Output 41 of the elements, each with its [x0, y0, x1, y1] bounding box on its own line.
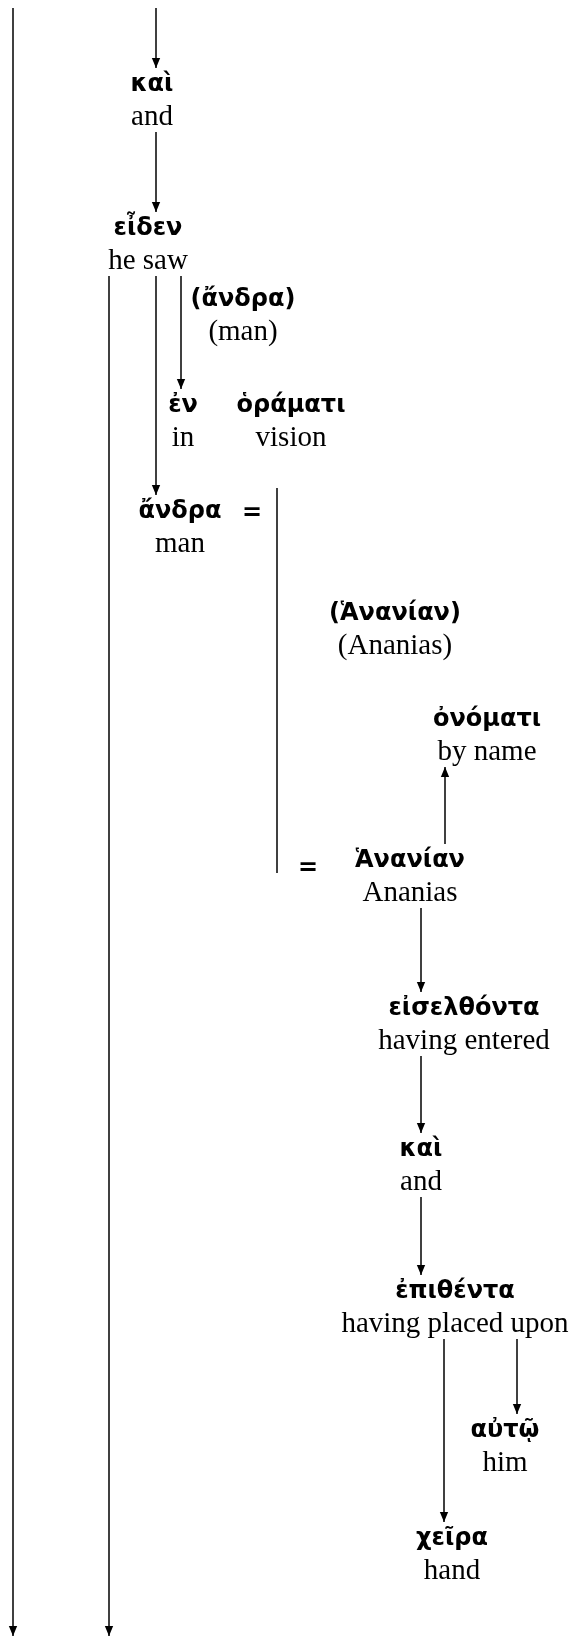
- greek-word: ἄνδρα: [138, 495, 222, 525]
- greek-word: καὶ: [399, 1133, 443, 1163]
- english-gloss: Ananias: [362, 874, 458, 908]
- greek-word: Ἁνανίαν: [355, 844, 465, 874]
- english-gloss: him: [482, 1444, 528, 1478]
- english-gloss: and: [400, 1163, 442, 1197]
- arrow: [416, 1055, 426, 1134]
- greek-word: (ἄνδρα): [190, 283, 296, 313]
- english-gloss: he saw: [108, 242, 188, 276]
- greek-word: καὶ: [130, 68, 174, 98]
- arrow: [151, 131, 161, 213]
- arrow: [104, 275, 114, 1637]
- english-gloss: vision: [255, 419, 327, 453]
- greek-word: εἰσελθόντα: [388, 992, 540, 1022]
- arrow: [151, 275, 161, 496]
- greek-word: εἶδεν: [113, 212, 183, 242]
- equals-sign: =: [241, 497, 263, 527]
- greek-word: αὐτῷ: [470, 1414, 540, 1444]
- greek-word: ὀνόματι: [432, 703, 542, 733]
- english-gloss: man: [155, 525, 205, 559]
- arrow: [416, 907, 426, 993]
- english-gloss: having entered: [378, 1022, 550, 1056]
- english-gloss: (Ananias): [337, 627, 453, 661]
- english-gloss: having placed upon: [341, 1305, 569, 1339]
- arrow: [512, 1338, 522, 1415]
- english-gloss: (man): [208, 313, 278, 347]
- arrow: [176, 275, 186, 390]
- greek-word: χεῖρα: [416, 1522, 488, 1552]
- arrow: [416, 1196, 426, 1276]
- english-gloss: and: [131, 98, 173, 132]
- arrow: [151, 7, 161, 69]
- english-gloss: in: [171, 419, 195, 453]
- equals-sign: =: [297, 852, 319, 882]
- english-gloss: by name: [437, 733, 537, 767]
- arrow: [440, 766, 450, 845]
- greek-word: ἐν: [168, 389, 198, 419]
- greek-word: ἐπιθέντα: [395, 1275, 515, 1305]
- greek-word: ὁράματι: [236, 389, 346, 419]
- arrow: [439, 1338, 449, 1523]
- english-gloss: hand: [423, 1552, 481, 1586]
- greek-word: (Ἁνανίαν): [329, 597, 461, 627]
